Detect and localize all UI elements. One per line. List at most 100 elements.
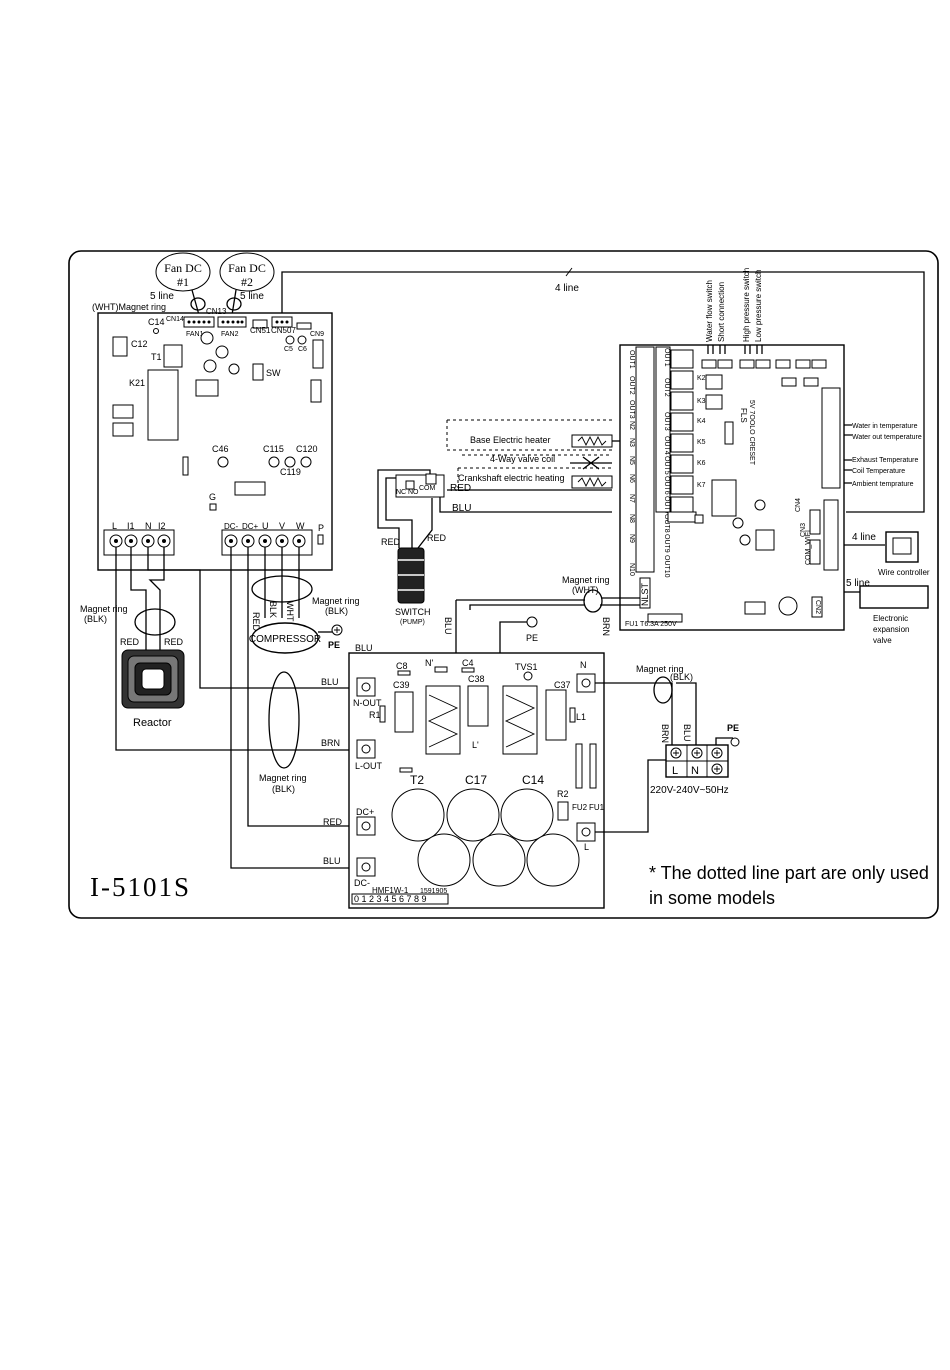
mid-magnet-ring-color: (BLK) [272,784,295,794]
n8-label: N8 [628,514,635,523]
fan-2-wire [231,289,237,316]
pump-red-2: RED [427,533,447,543]
label-p: P [318,523,324,533]
wire-dcplus [247,547,357,827]
svg-text:N: N [580,660,587,670]
terminal-v-label: V [279,521,285,531]
label-c46: C46 [212,444,229,454]
label-c14: C14 [148,317,165,327]
magnet-ring-wht-label: (WHT)Magnet ring [92,302,166,312]
base-heater-label: Base Electric heater [470,435,551,445]
four-line-slash [565,267,573,277]
wire-dcminus [230,547,357,869]
pump-switch-label: SWITCH [395,607,431,617]
label-n-out: N-OUT [353,698,382,708]
out2-label: OUT2 [628,376,635,395]
out1-label-2: OUT1 [663,348,670,367]
sensor-exhaust: Exhaust Temperature [852,457,919,464]
label-cn51: CN51 [250,326,271,335]
label-c12: C12 [131,339,148,349]
note-line-1: * The dotted line part are only used [649,863,929,883]
four-line-top-label: 4 line [555,283,579,294]
c12-component [112,336,128,357]
n3-label: N3 [628,438,635,447]
reactor-magnet-ring-color: (BLK) [84,614,107,624]
wire-label-blu-2: BLU [323,856,341,866]
svg-text:N': N' [425,658,433,668]
label-c120: C120 [296,444,318,454]
out2-label-2: OUT2 [663,378,670,397]
electronic-expansion-valve [859,585,929,609]
label-fan1: FAN1 [186,331,204,338]
fan-1-label: Fan DC [164,261,202,275]
fan-1-wire [191,289,200,316]
reactor-wire-1 [130,547,147,650]
svg-text:L': L' [472,740,479,750]
supply-magnet-ring [653,676,673,704]
k7-label: K7 [697,482,706,489]
sensor-coil: Coil Temperature [852,468,905,475]
fan-2-label: Fan DC [228,261,266,275]
outdoor-control-board [97,312,333,571]
label-c115: C115 [263,444,284,454]
four-way-valve-coil [570,456,612,470]
digit-strip-text: 0123456789 [354,894,429,904]
svg-text:C8: C8 [396,661,408,671]
k5-label: K5 [697,439,706,446]
pump-blu-label: BLU [452,503,471,514]
n9-label: N9 [628,534,635,543]
supply-blu-label: BLU [682,724,692,742]
out5-label: OUT5 [663,456,670,475]
n6-label: N6 [628,474,635,483]
k21-relay [147,369,179,441]
terminal-i1-label: I1 [127,521,135,531]
label-fan2: FAN2 [221,331,239,338]
svg-text:FU1: FU1 [589,803,605,812]
label-k21: K21 [129,378,145,388]
compressor [251,622,319,654]
compressor-magnet-ring [251,575,313,603]
heatsink [195,379,219,397]
svg-text:C39: C39 [393,680,410,690]
label-cn14: CN14 [166,316,184,323]
eev-label-1: Electronic [873,614,908,623]
out7-label: OUT7 [663,496,670,515]
wire-l-to-lout [115,547,357,751]
sw-switch [252,363,264,381]
terminal-dcminus-label: DC- [224,522,239,531]
n5-label: N5 [628,456,635,465]
svg-text:C14: C14 [522,773,544,787]
svg-text:C37: C37 [554,680,571,690]
svg-text:L1: L1 [576,712,586,722]
label-g: G [209,492,216,502]
reactor-icon [121,649,185,709]
base-heater-dotted [446,419,612,451]
sensor-water-in: Water in temperature [852,423,918,430]
mid-magnet-ring-label: Magnet ring [259,773,307,783]
t1-component [163,344,183,368]
cn51-connector [252,319,268,329]
out3-label: OUT3 [628,400,635,419]
com-wifi-label: COM_WIFI [805,530,812,565]
cn2-label: CN2 [814,600,821,614]
pump-wire-3 [417,498,433,549]
supply-voltage-label: 220V-240V~50Hz [650,785,729,796]
compressor-wire-blk: BLK [268,601,278,618]
reactor-red-1: RED [120,637,140,647]
label-hmf: HMF1W-1 [372,886,409,895]
reactor-magnet-ring-label: Magnet ring [80,604,128,614]
out1-label: OUT1 [628,350,635,369]
n7-label: N7 [628,494,635,503]
inverter-components: C8 C4 N' TVS1 N C39 R1 C38 L' C37 L1 T2 … [369,658,605,887]
reactor-wire-2 [148,547,165,650]
out3-label-2: OUT3 [663,412,670,431]
reactor-label: Reactor [133,717,172,729]
inverter-pe-label: PE [526,633,538,643]
cn3-label: CN3 [800,523,807,537]
cn9-connector [296,322,312,330]
inverter-terminals [356,673,596,877]
svg-text:TVS1: TVS1 [515,662,538,672]
compressor-magnet-ring-label: Magnet ring [312,596,360,606]
pump-com-label: COM [419,485,436,492]
out8-label: OUT8 [663,514,670,533]
